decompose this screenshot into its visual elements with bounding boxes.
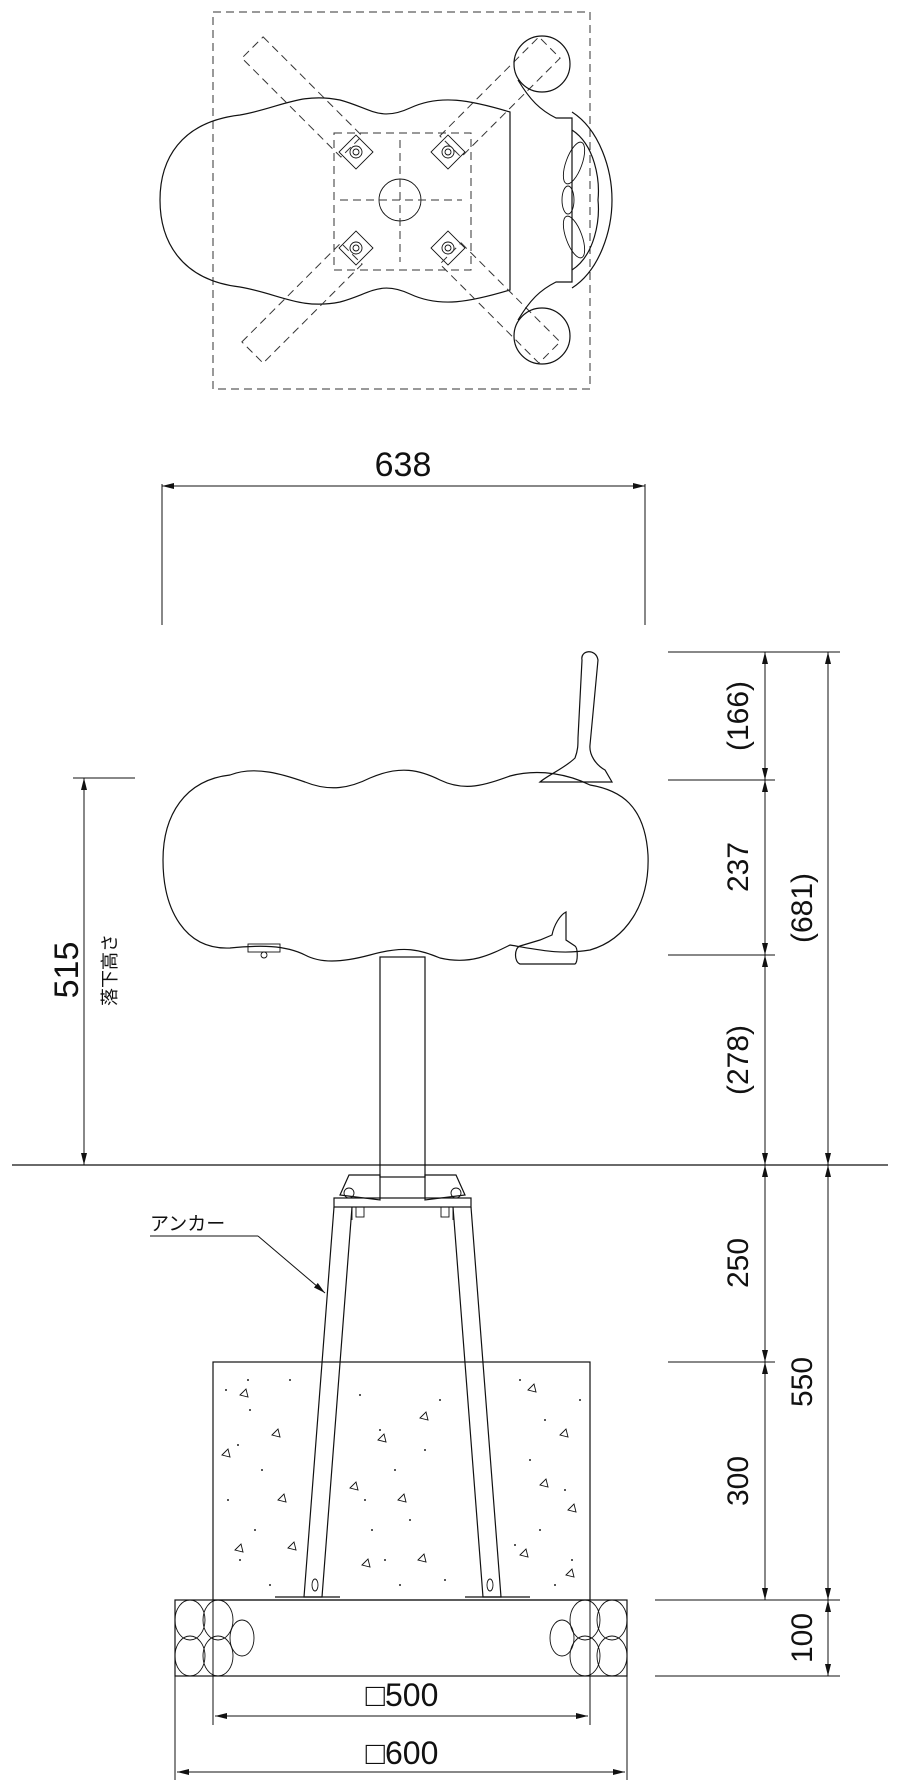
dim-681: (681) xyxy=(786,873,819,943)
seat-body xyxy=(162,769,649,962)
gravel-base xyxy=(174,1599,628,1677)
concrete-aggregate xyxy=(221,1383,577,1578)
plan-base-plate xyxy=(333,132,472,271)
dimension-texts: 638 (166) 237 (278) (681) 250 300 550 10… xyxy=(48,446,819,1771)
concrete-footing xyxy=(212,1361,591,1601)
dimension-lines xyxy=(73,483,840,1780)
fall-height-label: 落下高さ xyxy=(100,934,121,1006)
anchor-label: アンカー xyxy=(150,1213,225,1235)
gravel-circles-left xyxy=(174,1599,255,1677)
dim-550: 550 xyxy=(786,1357,819,1407)
plan-handle xyxy=(513,35,613,365)
base-plate xyxy=(333,1197,472,1208)
anchor-legs xyxy=(275,1206,530,1598)
dim-166: (166) xyxy=(722,681,755,751)
dim-638: 638 xyxy=(375,446,432,484)
seat-handle xyxy=(538,651,614,783)
elevation-view xyxy=(12,651,888,1677)
seat-bracket xyxy=(247,943,281,953)
plan-anchor-legs xyxy=(241,36,561,364)
plan-seat-outline xyxy=(159,97,511,305)
dim-250: 250 xyxy=(722,1238,755,1288)
dim-237: 237 xyxy=(722,842,755,892)
dim-300: 300 xyxy=(722,1456,755,1506)
dim-100: 100 xyxy=(786,1613,819,1663)
dim-base-width: □600 xyxy=(366,1735,439,1771)
plan-footing-outline xyxy=(212,11,591,390)
dim-278: (278) xyxy=(722,1025,755,1095)
dim-footing-width: □500 xyxy=(366,1677,439,1713)
gravel-circles-right xyxy=(549,1599,628,1677)
concrete-speckles xyxy=(225,1379,581,1586)
plan-view xyxy=(159,11,613,390)
anchor-housing xyxy=(339,1174,381,1201)
post xyxy=(379,956,426,1178)
footrest xyxy=(514,911,578,965)
dim-515: 515 xyxy=(48,942,86,999)
